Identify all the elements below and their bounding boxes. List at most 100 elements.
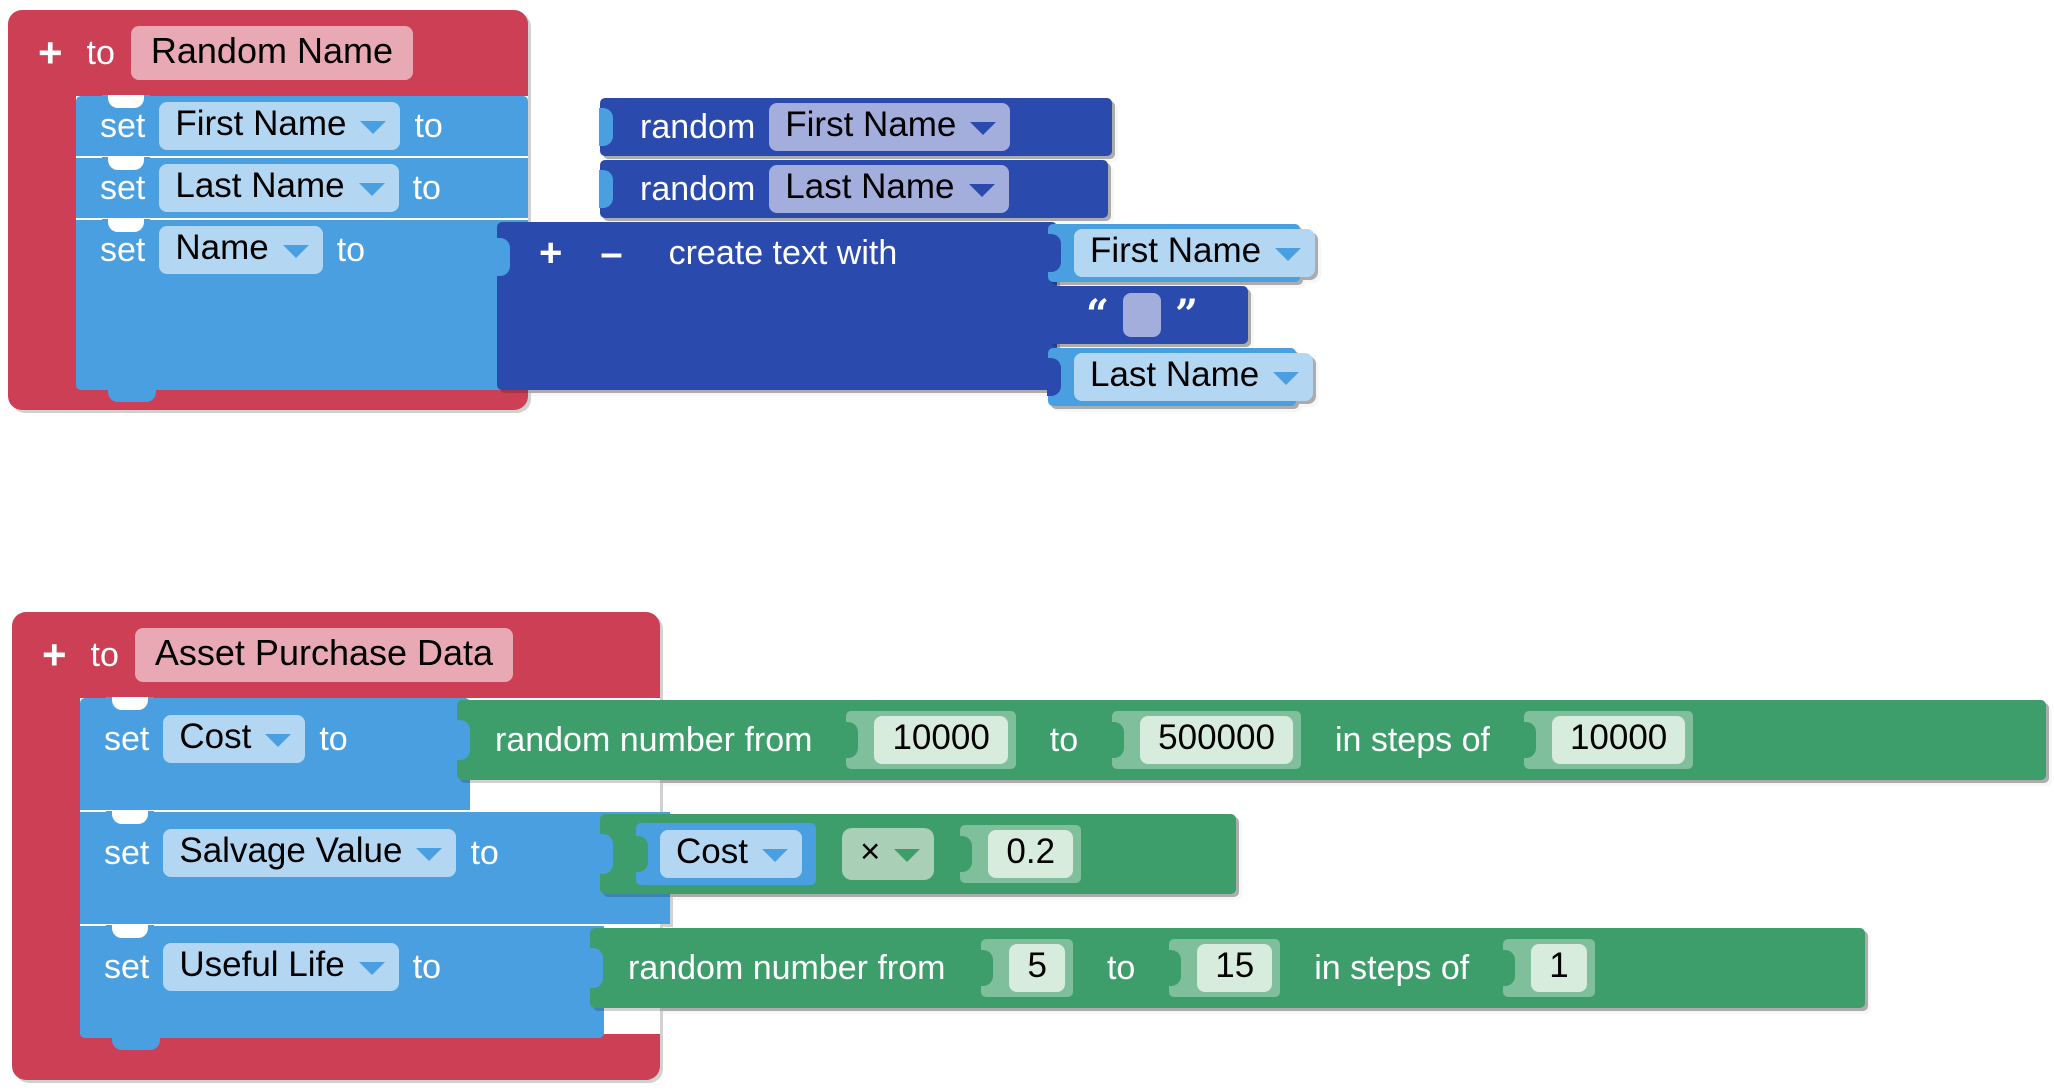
value-block-get-first-name[interactable]: First Name [1047,224,1316,282]
function-block-random-name[interactable]: + to Random Name set First Name to rando… [8,10,1316,410]
random-source-name: Last Name [785,167,955,206]
set-label: set [104,719,150,758]
number-input-step[interactable]: 1 [1531,944,1587,992]
number-input-from[interactable]: 5 [1009,944,1065,992]
statement-set-name[interactable]: set Name to [76,219,528,402]
value-block-random-first-name[interactable]: random First Name [599,98,1112,156]
function-header[interactable]: + to Asset Purchase Data [12,612,660,698]
chevron-down-icon [265,733,292,747]
variable-dropdown-cost[interactable]: Cost [163,715,306,763]
variable-dropdown-get-last-name[interactable]: Last Name [1074,353,1314,401]
to-label: to [412,947,442,986]
to-label: to [336,230,366,269]
set-label: set [100,168,146,207]
input-plug [959,836,973,872]
block-bottom-bump [108,389,156,402]
number-input-from[interactable]: 10000 [874,716,1008,764]
variable-name: Useful Life [179,945,345,984]
mutator-plus-icon[interactable]: + [539,230,563,275]
random-source-dropdown-first-name[interactable]: First Name [769,103,1011,151]
block-notch [102,157,150,170]
input-plug [456,720,470,760]
statement-set-useful-life[interactable]: set Useful Life to [80,925,604,1050]
function-name-field[interactable]: Asset Purchase Data [134,628,514,682]
shadow-number-step[interactable]: 10000 [1522,711,1694,769]
chevron-down-icon [1275,247,1302,261]
value-block-get-cost[interactable]: Cost [635,823,816,885]
value-block-text-literal[interactable]: “ ” [1047,286,1248,344]
input-plug [1168,950,1182,986]
input-plug [599,834,613,874]
number-input-multiplier[interactable]: 0.2 [988,830,1074,878]
value-block-arithmetic-salvage[interactable]: Cost × 0.2 [599,814,1236,894]
block-notch [106,811,154,824]
function-keyword: to [90,635,119,674]
number-input-to[interactable]: 500000 [1140,716,1293,764]
variable-dropdown-name[interactable]: Name [159,226,323,274]
shadow-number-multiplier[interactable]: 0.2 [959,825,1082,883]
function-name-field[interactable]: Random Name [130,26,413,80]
function-block-asset-purchase-data[interactable]: + to Asset Purchase Data set Cost to ran… [12,612,2046,1080]
random-source-name: First Name [785,105,957,144]
block-notch [102,95,150,108]
chevron-down-icon [970,121,997,135]
shadow-number-from[interactable]: 10000 [845,711,1016,769]
value-block-random-number-cost[interactable]: random number from 10000 to 500000 in st… [456,700,2046,780]
statement-set-first-name[interactable]: set First Name to [76,95,528,156]
input-plug [1502,950,1516,986]
input-plug [635,836,648,872]
variable-dropdown-first-name[interactable]: First Name [159,102,401,150]
to-label: to [470,833,499,872]
input-plug [980,950,994,986]
input-plug [1111,722,1125,758]
variable-name: Cost [676,832,748,871]
block-bottom-bump [112,1037,160,1050]
value-block-get-last-name[interactable]: Last Name [1047,348,1314,406]
variable-dropdown-get-first-name[interactable]: First Name [1074,229,1316,277]
text-input-field[interactable] [1123,293,1162,337]
value-block-random-last-name[interactable]: random Last Name [599,160,1108,218]
variable-dropdown-useful-life[interactable]: Useful Life [163,943,399,991]
mutator-plus-icon[interactable]: + [42,631,67,678]
statement-set-last-name[interactable]: set Last Name to [76,157,528,218]
statement-set-cost[interactable]: set Cost to [80,697,470,810]
input-plug [599,170,613,208]
value-block-create-text-with[interactable]: + – create text with [496,222,1057,390]
variable-dropdown-last-name[interactable]: Last Name [159,164,399,212]
random-number-from-label: random number from [495,720,813,759]
set-label: set [104,947,150,986]
variable-name: Cost [179,717,252,756]
statement-set-salvage-value[interactable]: set Salvage Value to [80,811,670,924]
random-source-dropdown-last-name[interactable]: Last Name [769,165,1009,213]
shadow-number-to[interactable]: 15 [1168,939,1281,997]
to-label: to [1049,720,1079,759]
to-label: to [1106,948,1136,987]
chevron-down-icon [358,182,385,196]
shadow-number-to[interactable]: 500000 [1111,711,1301,769]
shadow-number-step[interactable]: 1 [1502,939,1595,997]
number-input-step[interactable]: 10000 [1551,716,1686,764]
variable-dropdown-get-cost[interactable]: Cost [660,830,802,878]
function-header[interactable]: + to Random Name [8,10,528,96]
chevron-down-icon [894,848,921,862]
number-input-to[interactable]: 15 [1197,944,1273,992]
variable-name: First Name [1090,231,1262,270]
input-plug [1047,234,1061,272]
input-plug [1047,296,1061,334]
input-plug [845,722,859,758]
mutator-minus-icon[interactable]: – [600,230,623,275]
shadow-number-from[interactable]: 5 [980,939,1073,997]
value-block-random-number-useful-life[interactable]: random number from 5 to 15 in steps of 1 [589,928,1865,1008]
chevron-down-icon [282,244,309,258]
variable-name: Name [175,228,269,267]
variable-dropdown-salvage-value[interactable]: Salvage Value [163,829,457,877]
input-plug [1522,722,1536,758]
to-label: to [412,168,441,207]
block-notch [106,697,154,710]
operator-dropdown-multiply[interactable]: × [841,828,935,880]
block-notch [106,925,154,938]
in-steps-of-label: in steps of [1334,720,1490,759]
mutator-plus-icon[interactable]: + [38,29,63,76]
to-label: to [319,719,348,758]
